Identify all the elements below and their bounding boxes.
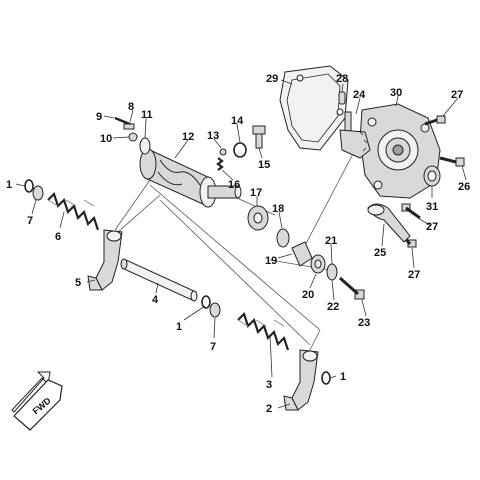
leader-lines (15, 79, 467, 409)
callout-1-upper: 1 (6, 179, 12, 191)
callout-17: 17 (250, 187, 262, 199)
callout-8: 8 (128, 101, 134, 113)
drum-pin (128, 132, 138, 142)
callout-27-middle: 27 (426, 221, 438, 233)
drum-segment (247, 205, 269, 231)
washer-middle (209, 302, 221, 318)
gearshift-cover-housing (359, 103, 441, 199)
callout-12: 12 (182, 131, 194, 143)
spring-upper (47, 191, 100, 231)
callout-6: 6 (55, 231, 61, 243)
stopper-arm (291, 241, 313, 267)
callout-3: 3 (266, 379, 272, 391)
callout-13: 13 (207, 130, 219, 142)
shift-fork-lower (283, 349, 319, 411)
shift-fork-shaft (120, 258, 198, 302)
collar-washer (310, 254, 326, 274)
callout-15: 15 (258, 159, 270, 171)
dowel-pin (338, 91, 346, 105)
callout-28: 28 (336, 73, 348, 85)
bearing (276, 228, 290, 248)
callout-2: 2 (266, 403, 272, 415)
callout-27-lower: 27 (408, 269, 420, 281)
callout-16: 16 (228, 179, 240, 191)
cap-bolt (252, 125, 266, 149)
callout-1-lower: 1 (340, 371, 346, 383)
callout-26: 26 (458, 181, 470, 193)
callout-30: 30 (390, 87, 402, 99)
callout-31: 31 (426, 201, 438, 213)
callout-labels: 1 7 6 5 4 1 7 3 2 1 8 9 10 11 12 13 14 1… (6, 73, 470, 415)
shift-drum (139, 148, 242, 208)
callout-23: 23 (358, 317, 370, 329)
callout-9: 9 (96, 111, 102, 123)
callout-29: 29 (266, 73, 278, 85)
callout-22: 22 (327, 301, 339, 313)
callout-14: 14 (231, 115, 244, 127)
shift-fork-left (87, 229, 123, 291)
circlip-middle (201, 295, 211, 309)
callout-18: 18 (272, 203, 284, 215)
callout-25: 25 (374, 247, 386, 259)
circlip-upper (24, 179, 34, 193)
drum-spring (216, 157, 224, 171)
stopper-bolt (339, 276, 365, 300)
oil-seal (423, 165, 441, 187)
shaft-pin (219, 148, 227, 156)
o-ring (233, 142, 247, 158)
callout-27-top: 27 (451, 89, 463, 101)
spring-lower (237, 311, 290, 351)
callout-10: 10 (100, 133, 112, 145)
gasket-cover (279, 65, 349, 151)
washer (139, 137, 151, 155)
callout-7-upper: 7 (27, 215, 33, 227)
callout-20: 20 (302, 289, 314, 301)
washer-upper (32, 185, 44, 201)
bolt-side (439, 156, 465, 167)
shift-shaft-gear (339, 111, 371, 159)
callout-5: 5 (75, 277, 81, 289)
callout-21: 21 (325, 235, 337, 247)
shift-arm (367, 203, 411, 243)
assembly-guide-lines (114, 129, 356, 361)
callout-7-middle: 7 (210, 341, 216, 353)
bolt-top (424, 115, 446, 126)
callout-4: 4 (152, 294, 159, 306)
bolt-middle (401, 203, 421, 220)
forward-direction-arrow: FWD (11, 371, 63, 431)
circlip-lower (321, 371, 331, 385)
spring-pin (123, 123, 135, 130)
stopper-spring (326, 263, 338, 281)
callout-1-middle: 1 (176, 321, 182, 333)
callout-11: 11 (141, 109, 153, 121)
callout-24: 24 (353, 89, 366, 101)
callout-19: 19 (265, 255, 277, 267)
